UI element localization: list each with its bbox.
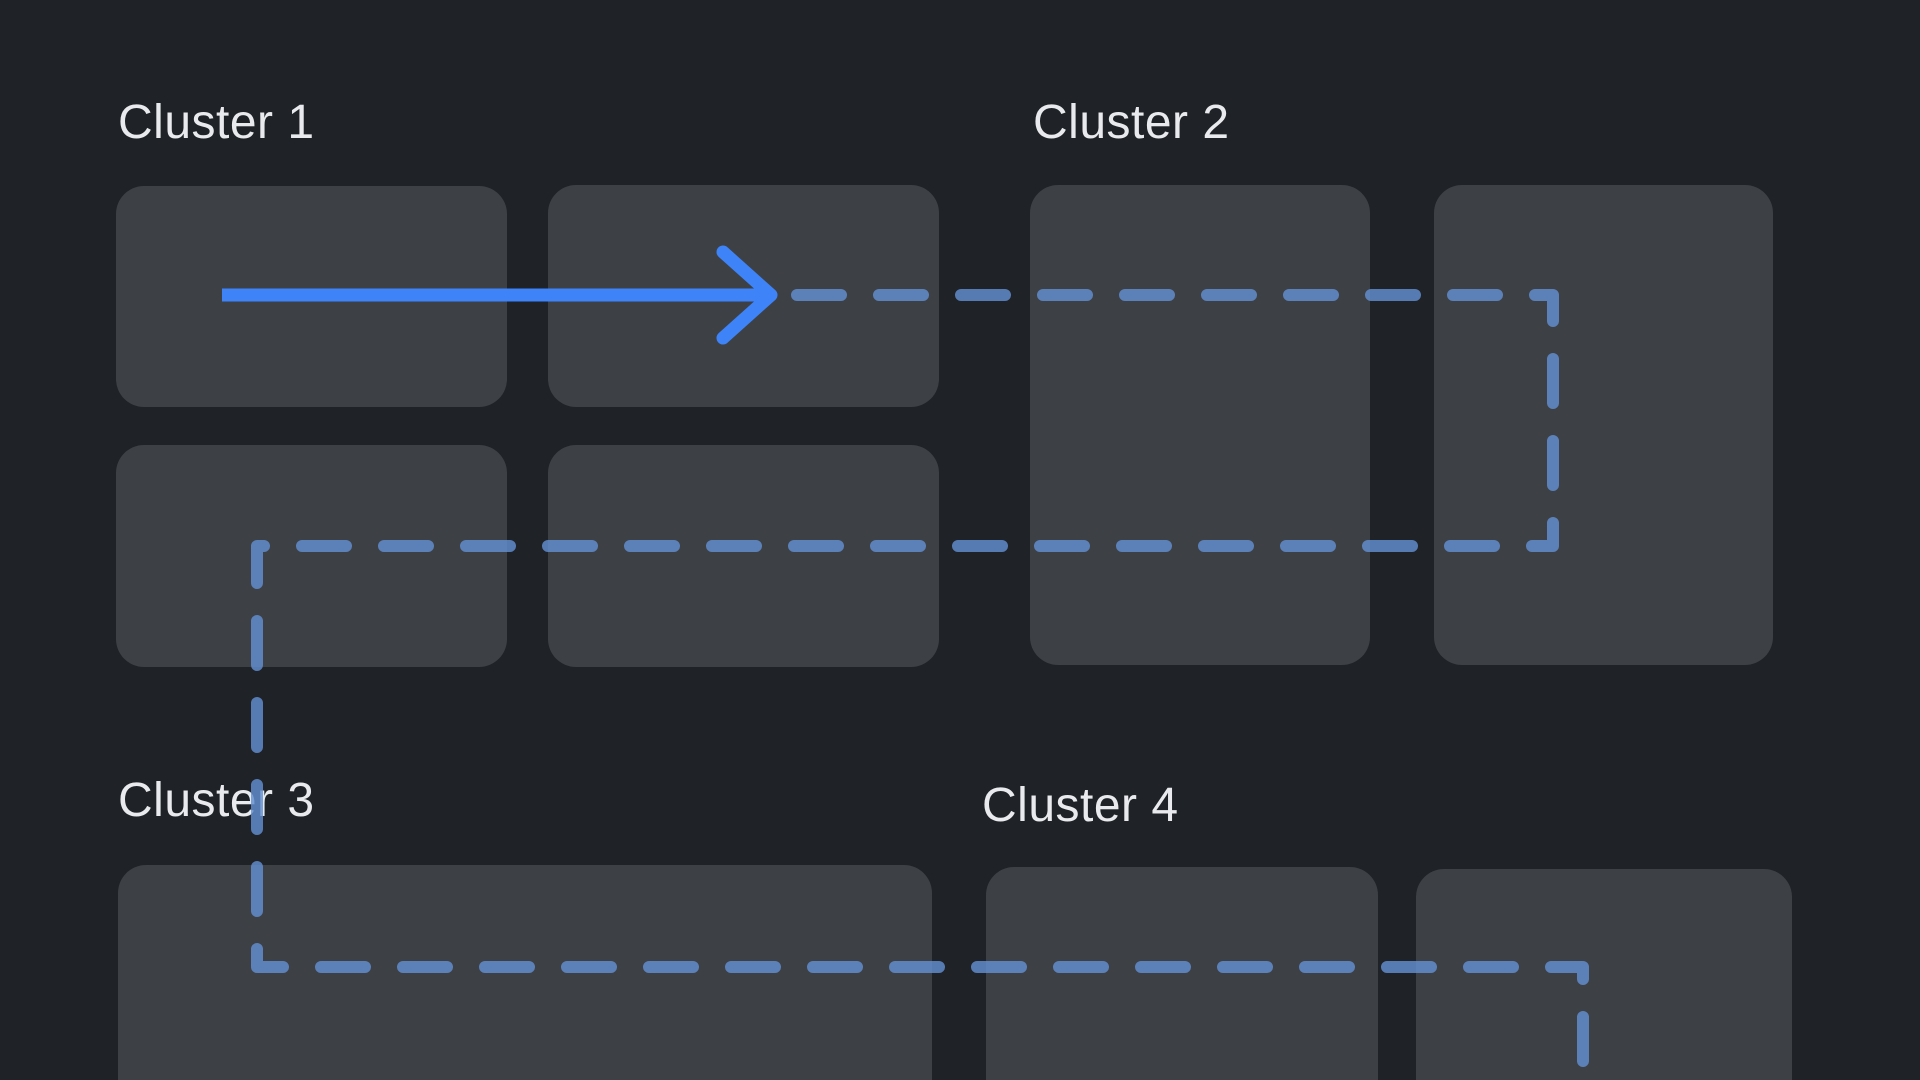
cluster-box[interactable]	[548, 185, 939, 407]
cluster-box[interactable]	[1030, 185, 1370, 665]
cluster-box[interactable]	[116, 186, 507, 407]
cluster-box[interactable]	[118, 865, 932, 1080]
cluster-label: Cluster 4	[982, 779, 1179, 832]
cluster-box[interactable]	[1416, 869, 1792, 1080]
cluster-label: Cluster 3	[118, 774, 315, 827]
cluster-box[interactable]	[1434, 185, 1773, 665]
cluster-box[interactable]	[548, 445, 939, 667]
cluster-box[interactable]	[116, 445, 507, 667]
cluster-box[interactable]	[986, 867, 1378, 1080]
cluster-label: Cluster 1	[118, 96, 315, 149]
cluster-label: Cluster 2	[1033, 96, 1230, 149]
